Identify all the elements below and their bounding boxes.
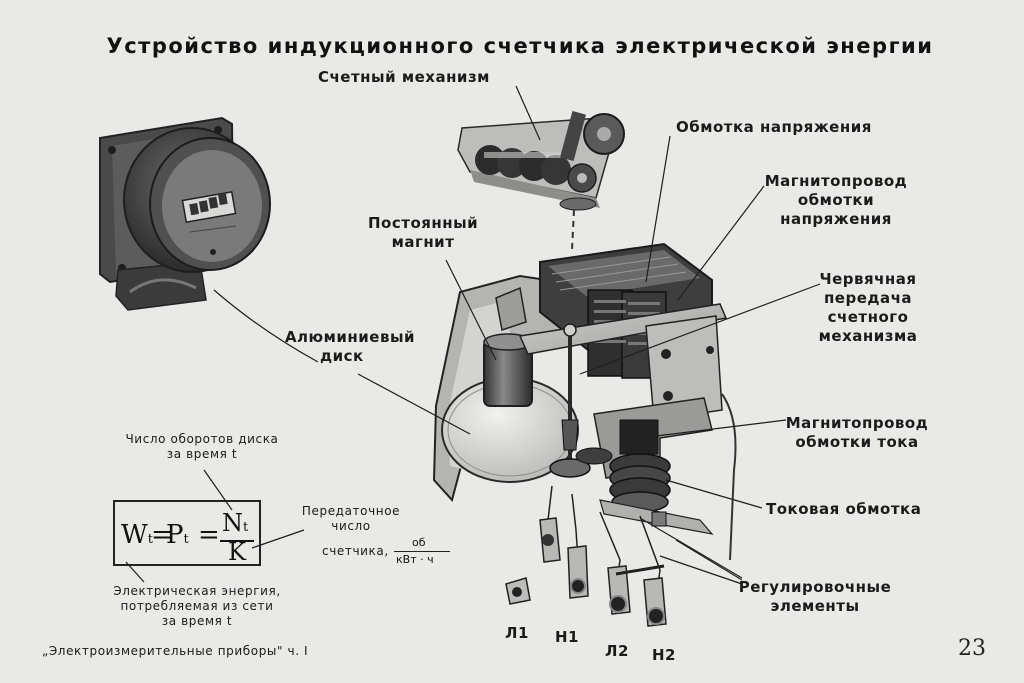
formula-n: Nt xyxy=(222,510,248,541)
formula-p-subscript: t xyxy=(183,532,189,547)
label-adjusting-elements: Регулировочные элементы xyxy=(734,578,896,616)
terminal-label-n1: Н1 xyxy=(555,628,579,646)
label-adjusting-elements-line2: элементы xyxy=(770,597,860,615)
label-permanent-magnet: Постоянный магнит xyxy=(368,214,478,252)
formula-p: Pt xyxy=(166,521,189,554)
label-voltage-core-line3: напряжения xyxy=(780,210,892,228)
page-number: 23 xyxy=(958,636,986,661)
label-worm-gear-line1: Червячная xyxy=(819,270,917,288)
label-worm-gear: Червячная передача счетного механизма xyxy=(808,270,928,346)
unit-fraction-line xyxy=(394,551,450,552)
note-ratio-line2: число xyxy=(331,519,371,533)
label-adjusting-elements-line1: Регулировочные xyxy=(738,578,892,596)
formula-n-symbol: N xyxy=(222,509,243,537)
label-current-winding: Токовая обмотка xyxy=(766,500,922,518)
formula-w-subscript: t xyxy=(147,532,153,547)
formula-n-subscript: t xyxy=(243,520,249,535)
note-revolutions-line1: Число оборотов диска xyxy=(125,432,279,446)
label-current-core-line1: Магнитопровод xyxy=(785,414,929,432)
note-energy-line1: Электрическая энергия, xyxy=(113,584,281,598)
note-revolutions-line2: за время t xyxy=(166,447,238,461)
formula-w-symbol: W xyxy=(121,520,148,550)
label-current-core: Магнитопровод обмотки тока xyxy=(782,414,932,452)
note-ratio: Передаточное число xyxy=(296,504,406,534)
note-ratio-line3: счетчика, xyxy=(322,544,389,558)
note-energy-line2: потребляемая из сети xyxy=(120,599,274,613)
formula-fraction-line xyxy=(220,540,254,542)
unit-numerator: об xyxy=(412,536,426,549)
terminal-label-l1: Л1 xyxy=(505,624,529,642)
terminal-label-l2: Л2 xyxy=(605,642,629,660)
formula-k: K xyxy=(228,538,246,566)
diagram-title: Устройство индукционного счетчика электр… xyxy=(106,34,934,59)
footer-source: „Электроизмерительные приборы" ч. I xyxy=(42,644,309,658)
label-voltage-core-line2: обмотки xyxy=(797,191,875,209)
formula-equals-1: = xyxy=(151,520,173,550)
note-revolutions: Число оборотов диска за время t xyxy=(104,432,300,462)
note-energy-line3: за время t xyxy=(161,614,233,628)
formula-w: Wt xyxy=(121,521,153,554)
note-energy: Электрическая энергия, потребляемая из с… xyxy=(92,584,302,629)
label-current-core-line2: обмотки тока xyxy=(795,433,919,451)
label-worm-gear-line3: счетного xyxy=(827,308,909,326)
label-permanent-magnet-line2: магнит xyxy=(391,233,455,251)
note-ratio-line1: Передаточное xyxy=(301,504,401,518)
label-aluminum-disk: Алюминиевый диск xyxy=(284,328,416,366)
label-aluminum-disk-line1: Алюминиевый xyxy=(284,328,416,346)
formula-p-symbol: P xyxy=(166,520,184,550)
label-worm-gear-line4: механизма xyxy=(818,327,918,345)
label-counting-mechanism: Счетный механизм xyxy=(318,68,490,86)
formula-box xyxy=(113,500,261,566)
label-voltage-core: Магнитопровод обмотки напряжения xyxy=(756,172,916,229)
label-permanent-magnet-line1: Постоянный xyxy=(368,214,479,232)
label-worm-gear-line2: передача xyxy=(823,289,913,307)
label-voltage-core-line1: Магнитопровод xyxy=(764,172,908,190)
label-voltage-winding: Обмотка напряжения xyxy=(676,118,872,136)
leader-lines xyxy=(125,85,821,585)
meter-external-view xyxy=(99,116,271,311)
formula-equals-2: = xyxy=(198,520,220,550)
unit-denominator: кВт · ч xyxy=(396,553,434,566)
terminal-label-n2: Н2 xyxy=(652,646,676,664)
label-aluminum-disk-line2: диск xyxy=(320,347,364,365)
meter-mechanism-drawing xyxy=(432,242,737,627)
counting-mechanism-drawing xyxy=(457,111,625,251)
